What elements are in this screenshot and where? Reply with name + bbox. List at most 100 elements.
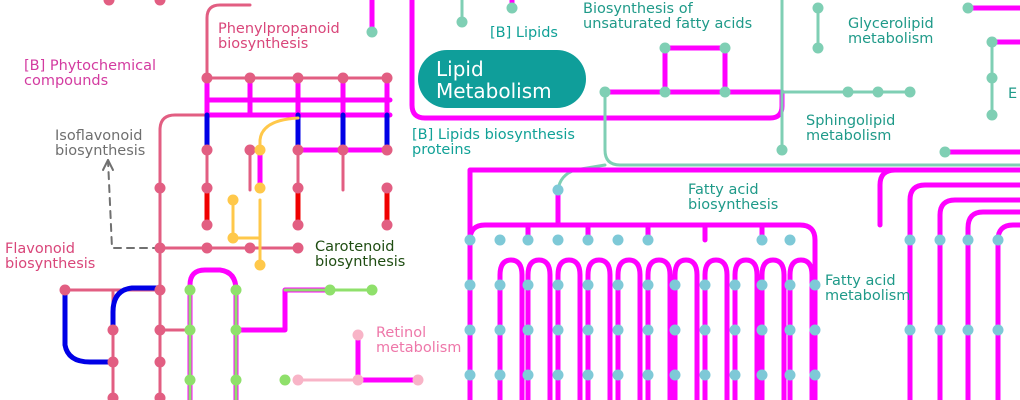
isoflavonoid-biosynthesis-label[interactable]: Isoflavonoid biosynthesis: [55, 128, 146, 159]
unsat-magenta-loop[interactable]: [662, 45, 728, 95]
fatty-acid-magenta-top[interactable]: [467, 222, 818, 400]
compound-node[interactable]: [154, 324, 166, 336]
compound-node[interactable]: [669, 324, 681, 336]
compound-node[interactable]: [934, 234, 946, 246]
compound-node[interactable]: [659, 86, 671, 98]
compound-node[interactable]: [642, 234, 654, 246]
compound-node[interactable]: [292, 144, 304, 156]
isoflavonoid-arrow[interactable]: [102, 159, 114, 171]
phenyl-blue-cols[interactable]: [204, 112, 390, 153]
compound-node[interactable]: [612, 279, 624, 291]
fatty-acid-right-loop2[interactable]: [907, 182, 1020, 400]
compound-node[interactable]: [719, 42, 731, 54]
compound-node[interactable]: [184, 374, 196, 386]
lipids-biosynthesis-proteins-label[interactable]: [B] Lipids biosynthesis proteins: [412, 127, 575, 158]
compound-node[interactable]: [464, 324, 476, 336]
fatty-acid-right-loop3[interactable]: [937, 197, 1020, 400]
retinol-green-cols[interactable]: [188, 288, 238, 400]
compound-node[interactable]: [582, 324, 594, 336]
compound-node[interactable]: [904, 86, 916, 98]
compound-node[interactable]: [642, 324, 654, 336]
phenyl-red-cols[interactable]: [204, 185, 390, 228]
compound-node[interactable]: [699, 324, 711, 336]
fatty-acid-magenta-comb-6[interactable]: [672, 257, 700, 400]
compound-node[interactable]: [337, 144, 349, 156]
compound-node[interactable]: [962, 234, 974, 246]
fatty-acid-magenta-ticks[interactable]: [525, 222, 765, 243]
compound-node[interactable]: [254, 259, 266, 271]
carotenoid-yellow-branch[interactable]: [231, 198, 262, 267]
compound-node[interactable]: [582, 234, 594, 246]
flavonoid-blue-upper[interactable]: [110, 285, 163, 333]
compound-node[interactable]: [729, 279, 741, 291]
compound-node[interactable]: [522, 279, 534, 291]
phenylpropanoid-biosynthesis-label[interactable]: Phenylpropanoid biosynthesis: [218, 21, 340, 52]
compound-node[interactable]: [642, 369, 654, 381]
compound-node[interactable]: [522, 324, 534, 336]
fatty-acid-magenta-comb-5[interactable]: [645, 257, 673, 400]
right-magenta-edges[interactable]: [942, 5, 1020, 155]
compound-node[interactable]: [107, 392, 119, 400]
flavonoid-biosynthesis-label[interactable]: Flavonoid biosynthesis: [5, 241, 96, 272]
compound-node[interactable]: [642, 279, 654, 291]
fatty-acid-magenta-comb-1[interactable]: [525, 257, 553, 400]
compound-node[interactable]: [986, 72, 998, 84]
lipid-teal-main[interactable]: [603, 90, 1020, 167]
compound-node[interactable]: [254, 144, 266, 156]
compound-node[interactable]: [719, 86, 731, 98]
lipids-brite-label[interactable]: [B] Lipids: [490, 25, 558, 41]
fatty-acid-magenta-comb-4[interactable]: [615, 257, 643, 400]
fatty-acid-magenta-comb-9[interactable]: [759, 257, 787, 400]
compound-node[interactable]: [201, 72, 213, 84]
compound-node[interactable]: [366, 284, 378, 296]
flavonoid-main-edge[interactable]: [158, 113, 392, 400]
compound-node[interactable]: [381, 219, 393, 231]
compound-node[interactable]: [552, 324, 564, 336]
compound-node[interactable]: [230, 374, 242, 386]
compound-node[interactable]: [809, 369, 821, 381]
compound-node[interactable]: [669, 369, 681, 381]
compound-node[interactable]: [352, 374, 364, 386]
compound-node[interactable]: [154, 356, 166, 368]
compound-node[interactable]: [522, 369, 534, 381]
compound-node[interactable]: [154, 182, 166, 194]
compound-node[interactable]: [962, 324, 974, 336]
compound-node[interactable]: [201, 219, 213, 231]
isoflavonoid-dashed-edge[interactable]: [107, 159, 161, 249]
compound-node[interactable]: [756, 234, 768, 246]
compound-node[interactable]: [184, 284, 196, 296]
fatty-acid-right-loop1[interactable]: [877, 167, 1020, 228]
compound-node[interactable]: [756, 324, 768, 336]
compound-node[interactable]: [986, 109, 998, 121]
retinol-metabolism-label[interactable]: Retinol metabolism: [376, 325, 462, 356]
phenyl-pink-cols[interactable]: [205, 148, 252, 192]
compound-node[interactable]: [244, 242, 256, 254]
compound-node[interactable]: [154, 284, 166, 296]
compound-node[interactable]: [962, 2, 974, 14]
phenyl-pink-cols2[interactable]: [296, 148, 345, 192]
fatty-acid-right-loop4[interactable]: [965, 209, 1020, 400]
compound-node[interactable]: [292, 219, 304, 231]
compound-node[interactable]: [552, 234, 564, 246]
compound-node[interactable]: [412, 374, 424, 386]
unsaturated-fatty-acids-label[interactable]: Biosynthesis of unsaturated fatty acids: [583, 1, 753, 32]
compound-node[interactable]: [699, 369, 711, 381]
compound-node[interactable]: [612, 324, 624, 336]
compound-node[interactable]: [784, 369, 796, 381]
retinol-magenta-branch[interactable]: [233, 287, 333, 333]
compound-node[interactable]: [103, 0, 115, 6]
compound-node[interactable]: [337, 72, 349, 84]
compound-node[interactable]: [464, 279, 476, 291]
fatty-acid-magenta-comb-7[interactable]: [702, 257, 730, 400]
compound-node[interactable]: [59, 284, 71, 296]
phenyl-magenta-cols[interactable]: [247, 75, 390, 118]
compound-node[interactable]: [612, 234, 624, 246]
retinol-magenta-loop[interactable]: [187, 267, 239, 400]
lipid-metabolism-title-badge[interactable]: Lipid Metabolism: [418, 50, 586, 108]
compound-node[interactable]: [812, 42, 824, 54]
compound-node[interactable]: [809, 279, 821, 291]
compound-node[interactable]: [986, 36, 998, 48]
phytochemical-compounds-label[interactable]: [B] Phytochemical compounds: [24, 58, 157, 89]
compound-node[interactable]: [201, 182, 213, 194]
compound-node[interactable]: [366, 26, 378, 38]
